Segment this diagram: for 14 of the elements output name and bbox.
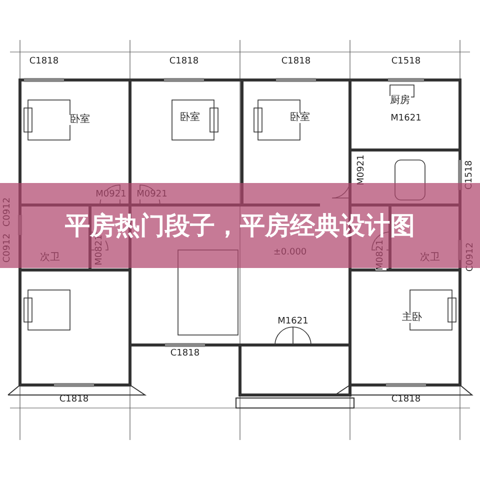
window-code-label: C1818 [58,396,90,404]
window-code-label: C1518 [390,58,422,66]
room-label: 卧室 [289,113,311,123]
room-label: 卧室 [179,113,201,123]
window-code-label: C1818 [169,350,201,358]
room-label: 主卧 [401,313,423,323]
door-code-label: M1621 [276,318,310,326]
window-code-label: C1818 [280,58,312,66]
window-code-label: C1818 [28,58,60,66]
room-label: 厨房 [389,96,411,106]
window-code-label: C1818 [390,396,422,404]
window-code-label: C1818 [168,58,200,66]
room-label: 卧室 [69,115,91,125]
door-code-label: M1621 [390,114,422,124]
